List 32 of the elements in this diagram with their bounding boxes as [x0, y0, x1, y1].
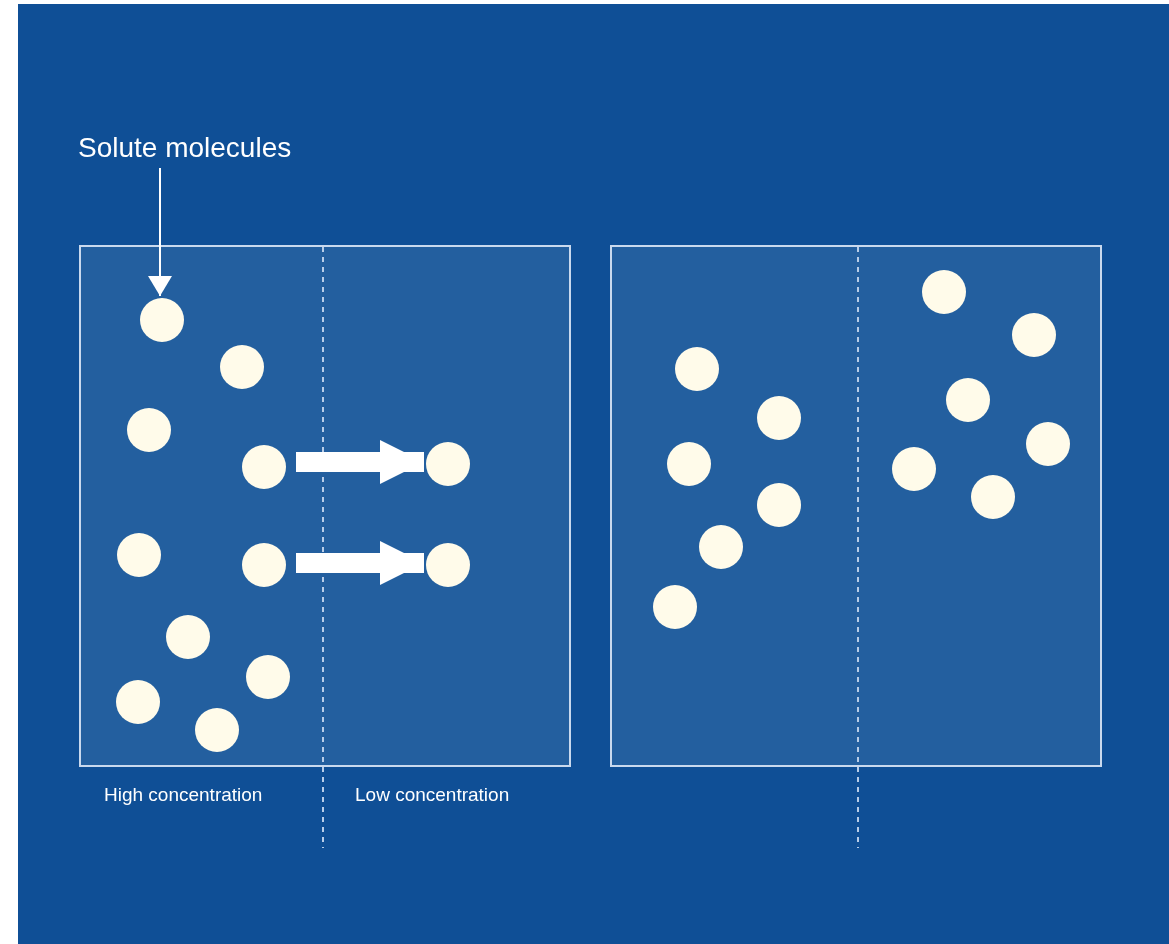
molecule-circle	[757, 483, 801, 527]
molecule-circle	[699, 525, 743, 569]
callout-label: Solute molecules	[78, 128, 358, 168]
molecule-circle	[195, 708, 239, 752]
molecule-circle	[426, 543, 470, 587]
region-label: Low concentration	[355, 784, 510, 806]
molecule-circle	[117, 533, 161, 577]
molecule-circle	[892, 447, 936, 491]
molecule-circle	[140, 298, 184, 342]
molecule-circle	[127, 408, 171, 452]
block-arrow	[296, 541, 424, 585]
molecule-circle	[166, 615, 210, 659]
region-label: High concentration	[104, 784, 263, 806]
molecule-circle	[653, 585, 697, 629]
molecule-circle	[242, 445, 286, 489]
molecule-circle	[1026, 422, 1070, 466]
molecule-circle	[922, 270, 966, 314]
molecule-circle	[757, 396, 801, 440]
molecule-circle	[1012, 313, 1056, 357]
leader-arrow	[148, 167, 172, 297]
molecule-circle	[971, 475, 1015, 519]
molecule-circle	[667, 442, 711, 486]
molecule-circle	[675, 347, 719, 391]
container-box	[610, 245, 1102, 767]
container-box	[79, 245, 571, 767]
block-arrow	[296, 440, 424, 484]
molecule-circle	[220, 345, 264, 389]
molecule-circle	[426, 442, 470, 486]
molecule-circle	[242, 543, 286, 587]
molecule-circle	[116, 680, 160, 724]
molecule-circle	[946, 378, 990, 422]
molecule-circle	[246, 655, 290, 699]
